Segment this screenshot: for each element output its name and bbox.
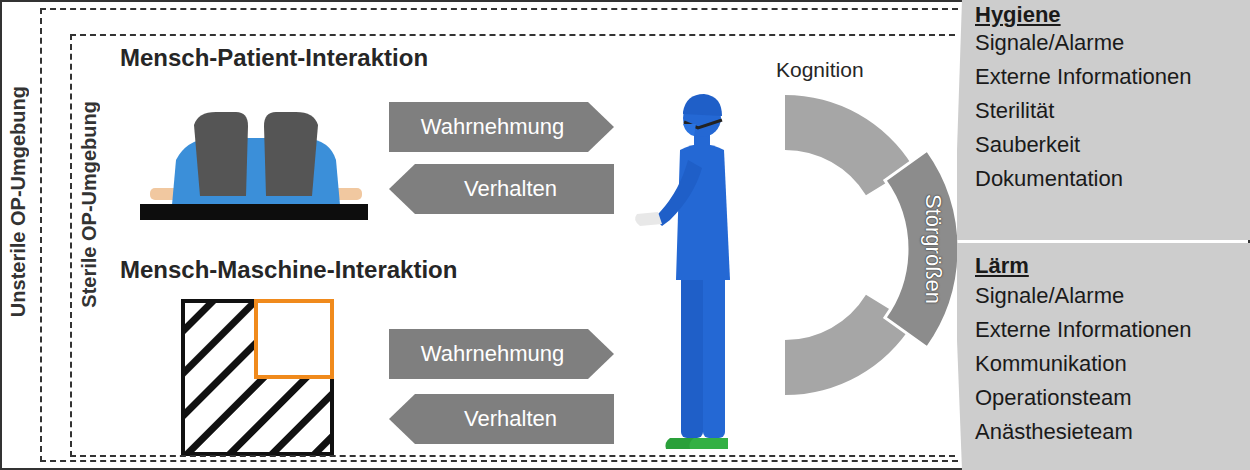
cognition-arc [785, 95, 913, 395]
disturbance-band: Störgrößen [882, 144, 962, 354]
list-item: Operationsteam [975, 385, 1132, 410]
arrow-label: Wahrnehmung [421, 114, 564, 139]
section-heading: Mensch-Patient-Interaktion [120, 44, 428, 72]
person-figure [635, 94, 730, 449]
arrow-fill [389, 329, 614, 379]
list-item: Externe Informationen [975, 317, 1191, 342]
panel-fill [957, 243, 1250, 470]
list-item: Sterilität [975, 98, 1054, 123]
arrow-fill [389, 394, 614, 444]
list-item: Sauberkeit [975, 132, 1080, 157]
hygiene-panel: HygieneSignale/AlarmeExterne Information… [950, 0, 1250, 240]
list-item: Kommunikation [975, 351, 1127, 376]
arrow-label: Verhalten [464, 176, 557, 201]
list-item: Anästhesieteam [975, 419, 1133, 444]
arrow-fill [389, 102, 614, 152]
noise-panel: LärmSignale/AlarmeExterne InformationenK… [950, 243, 1250, 470]
region-label: Unsterile OP-Umgebung [7, 86, 30, 317]
list-item: Signale/Alarme [975, 30, 1124, 55]
list-item: Externe Informationen [975, 64, 1191, 89]
arrow-label: Verhalten [464, 406, 557, 431]
arrow-label: Wahrnehmung [421, 341, 564, 366]
behaviour-arrow: Verhalten [389, 394, 614, 444]
band-fill [885, 150, 959, 348]
cognition-label: Kognition [776, 58, 864, 82]
band-label: Störgrößen [920, 194, 945, 304]
sterile-region: WahrnehmungVerhaltenWahrnehmungVerhalten… [70, 34, 955, 457]
machine-illustration [183, 301, 332, 454]
patient-illustration [140, 112, 368, 220]
list-item: Dokumentation [975, 166, 1123, 191]
perception-arrow: Wahrnehmung [389, 329, 614, 379]
panel-heading: Lärm [975, 253, 1029, 278]
panel-heading: Hygiene [975, 2, 1061, 27]
arrow-fill [389, 164, 614, 214]
panel-fill [957, 0, 1250, 240]
behaviour-arrow: Verhalten [389, 164, 614, 214]
list-item: Signale/Alarme [975, 283, 1124, 308]
perception-arrow: Wahrnehmung [389, 102, 614, 152]
region-label: Sterile OP-Umgebung [78, 101, 101, 308]
section-heading: Mensch-Maschine-Interaktion [120, 256, 457, 284]
